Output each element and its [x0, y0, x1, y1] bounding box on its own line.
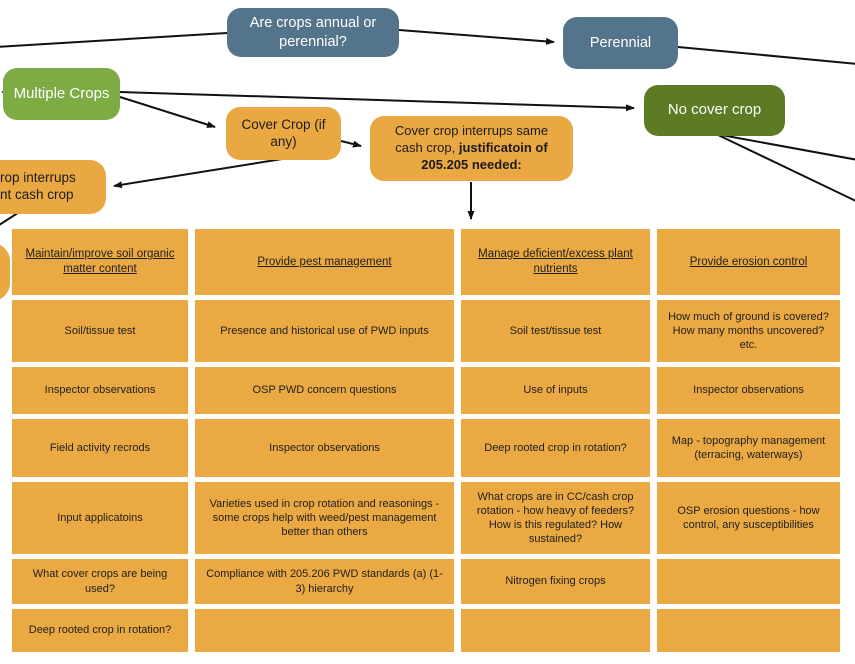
table-cell: Compliance with 205.206 PWD standards (a… [195, 559, 454, 604]
table-cell-empty [195, 609, 454, 652]
node-no-cover-crop: No cover crop [644, 85, 785, 136]
node-label-line2: nt cash crop [0, 187, 74, 202]
table-cell: OSP PWD concern questions [195, 367, 454, 414]
node-cover-crop-if-any: Cover Crop (if any) [226, 107, 341, 160]
table-cell: Varieties used in crop rotation and reas… [195, 482, 454, 554]
table-cell: Deep rooted crop in rotation? [12, 609, 188, 652]
table-header-erosion-control: Provide erosion control [657, 229, 840, 295]
table-cell: Nitrogen fixing crops [461, 559, 650, 604]
edge-multiple-to-nocover [119, 91, 635, 112]
edge-annual-to-perennial [398, 29, 555, 45]
table-cell: How much of ground is covered? How many … [657, 300, 840, 362]
node-label: Cover crop interrups same cash crop, jus… [394, 123, 549, 172]
table-cell-empty [657, 609, 840, 652]
edge-covercrop-to-justification [340, 140, 362, 148]
node-perennial: Perennial [563, 17, 678, 69]
node-label: Perennial [589, 34, 652, 51]
table-cell: Presence and historical use of PWD input… [195, 300, 454, 362]
table-cell: Map - topography management (terracing, … [657, 419, 840, 477]
table-cell: Field activity recrods [12, 419, 188, 477]
edge-annual-to-left [0, 32, 228, 48]
table-cell-empty [657, 559, 840, 604]
node-are-crops-annual-or-perennial: Are crops annual or perennial? [227, 8, 399, 57]
edge-nocover-to-right-1 [715, 133, 855, 161]
node-label: Multiple Crops [13, 84, 110, 102]
table-cell: Inspector observations [195, 419, 454, 477]
table-header-plant-nutrients: Manage deficient/excess plant nutrients [461, 229, 650, 295]
node-label-line1: rop interrups [0, 170, 76, 186]
table-header-soil-organic-matter: Maintain/improve soil organic matter con… [12, 229, 188, 295]
node-label: Are crops annual or perennial? [249, 15, 377, 50]
node-clipped-left-edge [0, 243, 10, 301]
table-cell: Use of inputs [461, 367, 650, 414]
edge-covercrop-to-clipped-node [113, 158, 283, 189]
edge-nocover-to-right-2 [715, 133, 855, 202]
table-cell: Inspector observations [657, 367, 840, 414]
table-cell: What crops are in CC/cash crop rotation … [461, 482, 650, 554]
table-cell-empty [461, 609, 650, 652]
table-cell: What cover crops are being used? [12, 559, 188, 604]
node-label: Cover Crop (if any) [241, 116, 326, 149]
table-header-pest-management: Provide pest management [195, 229, 454, 295]
node-multiple-crops: Multiple Crops [3, 68, 120, 120]
table-cell: Soil/tissue test [12, 300, 188, 362]
justification-criteria-table: Maintain/improve soil organic matter con… [12, 229, 840, 652]
edge-perennial-to-right [677, 46, 855, 65]
edge-multiple-to-covercrop [119, 96, 216, 128]
table-cell: OSP erosion questions - how control, any… [657, 482, 840, 554]
node-cover-crop-justification: Cover crop interrups same cash crop, jus… [370, 116, 573, 181]
table-cell: Input applicatoins [12, 482, 188, 554]
table-cell: Soil test/tissue test [461, 300, 650, 362]
node-label: No cover crop [667, 101, 762, 119]
table-cell: Inspector observations [12, 367, 188, 414]
node-clipped-crop-interrupts-cash-crop: rop interrups nt cash crop [0, 160, 106, 214]
table-cell: Deep rooted crop in rotation? [461, 419, 650, 477]
